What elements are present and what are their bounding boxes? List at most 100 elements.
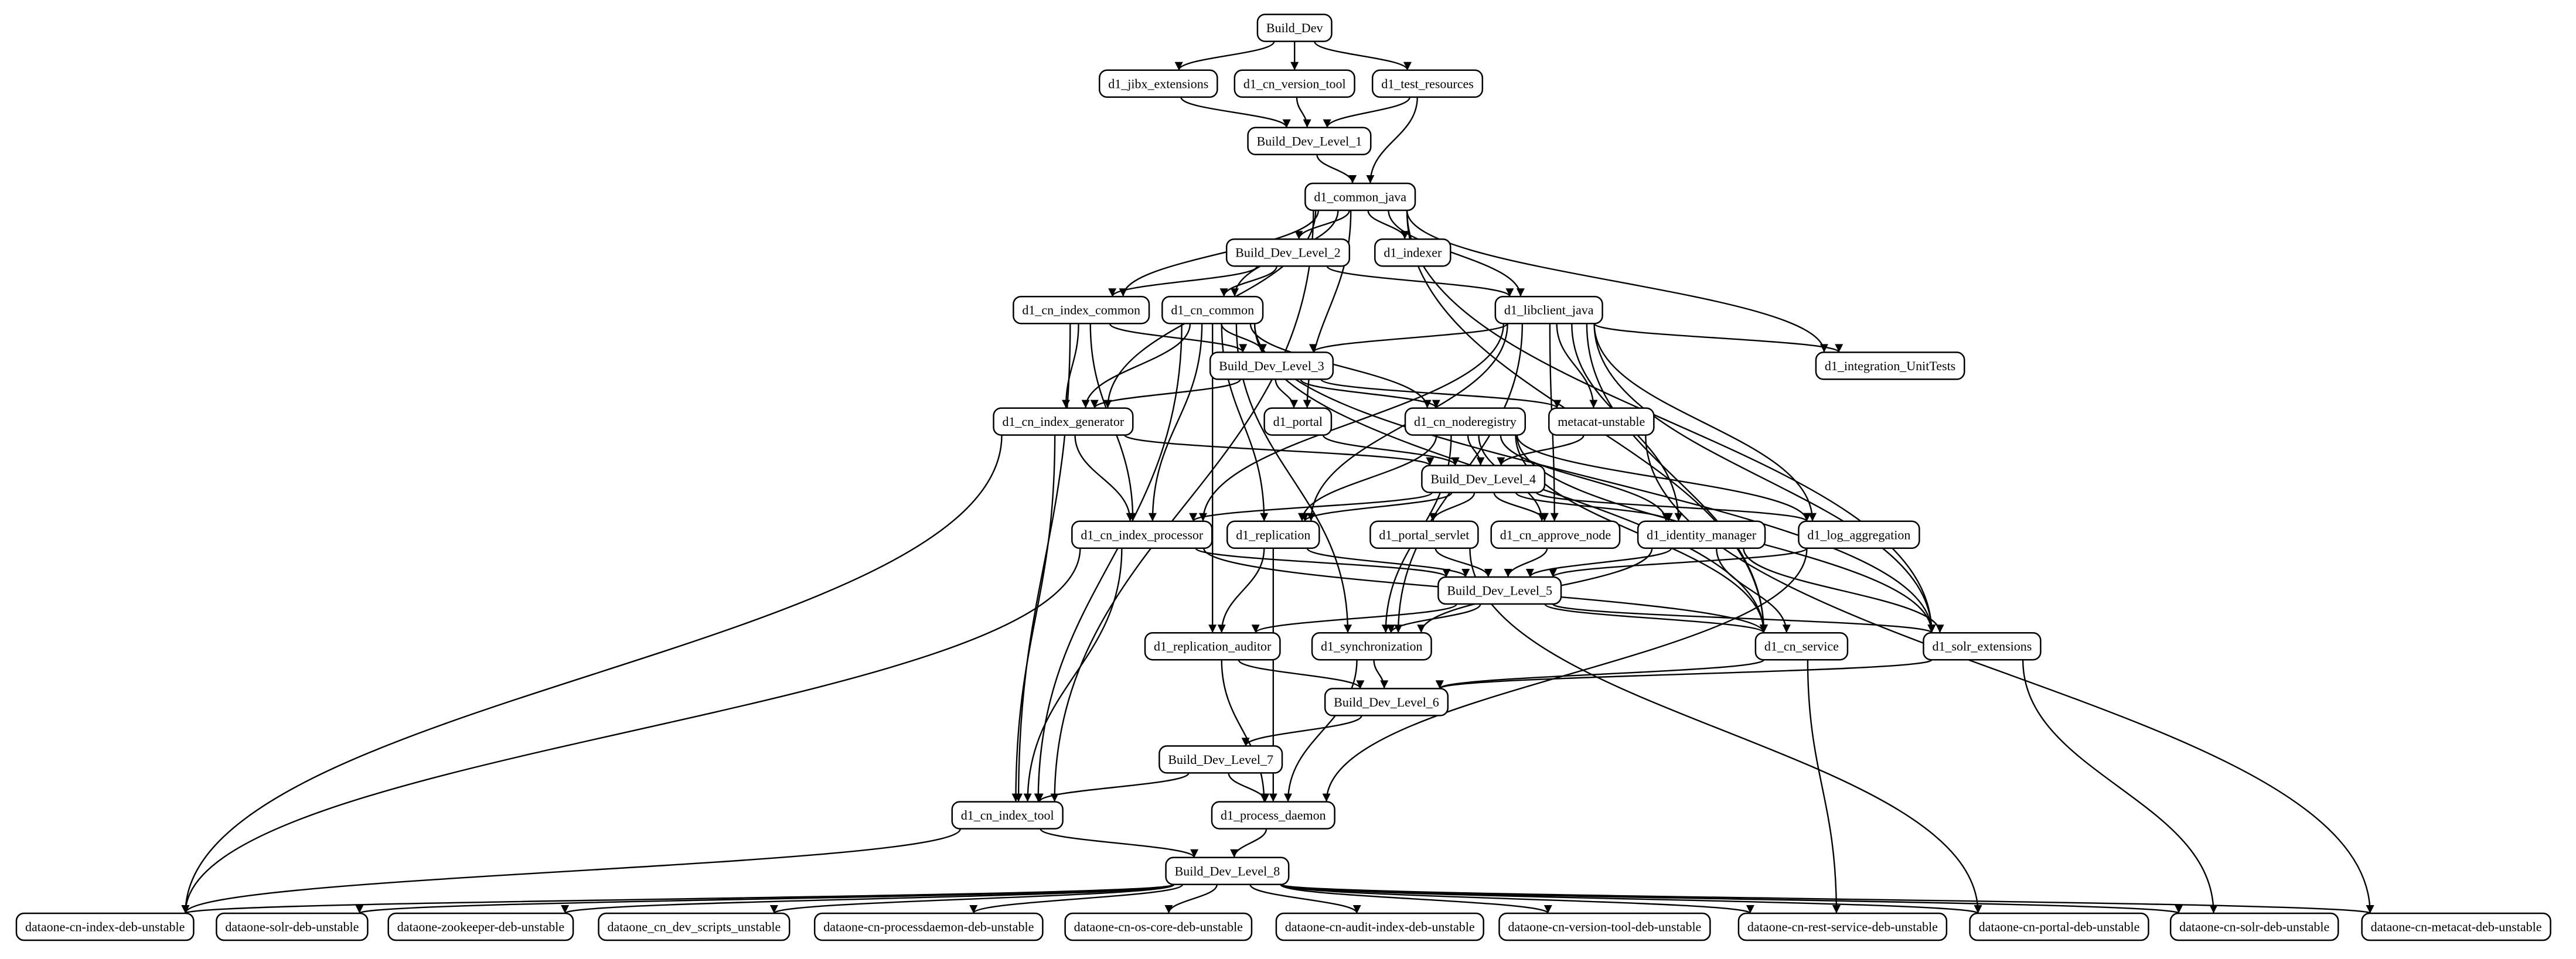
edges-layer [181, 41, 2374, 914]
graph-node-deb-metacat: dataone-cn-metacat-deb-unstable [2361, 912, 2551, 941]
edge-idx_gen-to-deb_index [181, 435, 1003, 914]
edge-idx_common-to-idx_gen [1062, 323, 1079, 408]
edge-jibx-to-L1 [1180, 97, 1291, 128]
edge-idx_tool-to-deb_index [181, 828, 961, 914]
edge-L4-to-idx_proc [1189, 492, 1433, 522]
edge-L8-to-deb_portal [1280, 883, 1982, 914]
node-box [1324, 688, 1449, 716]
graph-node-idx-tool: d1_cn_index_tool [951, 801, 1064, 830]
graph-node-deb-portal: dataone-cn-portal-deb-unstable [1969, 912, 2149, 941]
node-label: d1_indexer [1384, 245, 1442, 260]
graph-node-libclient: d1_libclient_java [1494, 295, 1603, 325]
edge-L8-to-deb_oscore [1164, 884, 1218, 914]
node-box [1548, 407, 1655, 436]
node-label: d1_identity_manager [1647, 527, 1757, 542]
edge-sync-to-procd [1284, 660, 1358, 802]
node-label: d1_portal [1273, 414, 1323, 429]
edge-common_java-to-libclient [1388, 210, 1525, 297]
node-box [1256, 13, 1333, 42]
graph-node-l8: Build_Dev_Level_8 [1165, 856, 1290, 886]
edge-procd-to-L8 [1230, 828, 1267, 858]
node-box [1498, 912, 1711, 941]
graph-node-deb-index: dataone-cn-index-deb-unstable [15, 912, 195, 941]
node-label: d1_replication_auditor [1154, 639, 1272, 654]
edge-L3-to-idx_gen [1090, 378, 1241, 409]
edge-solr_ext-to-L6 [1436, 659, 1933, 690]
node-box [1247, 127, 1372, 156]
graph-node-idx-common: d1_cn_index_common [1013, 295, 1150, 325]
node-box [1161, 295, 1264, 325]
node-box [1225, 238, 1351, 267]
edge-L2-to-libclient [1326, 265, 1514, 297]
graph-node-deb-procd: dataone-cn-processdaemon-deb-unstable [813, 912, 1044, 941]
edge-idx_proc-to-deb_index [181, 548, 1081, 914]
edge-cn_service-to-deb_rest [1807, 660, 1841, 914]
node-box [1144, 632, 1281, 661]
node-box [1311, 632, 1432, 661]
edge-rep_auditor-to-L6 [1238, 659, 1365, 689]
node-label: Build_Dev_Level_1 [1257, 134, 1362, 148]
edge-solr_ext-to-deb_cnsolr [2022, 660, 2218, 914]
node-label: d1_test_resources [1381, 76, 1474, 91]
node-label: dataone-cn-os-core-deb-unstable [1074, 920, 1243, 934]
node-box [15, 912, 195, 941]
graph-node-replication: d1_replication [1226, 520, 1320, 550]
edge-common_java-to-indexer [1367, 210, 1409, 240]
edge-L2-to-idx_common [1108, 265, 1258, 297]
node-label: d1_libclient_java [1504, 303, 1594, 318]
node-box [1437, 576, 1562, 605]
node-box [1158, 745, 1283, 774]
node-label: d1_cn_index_common [1022, 303, 1140, 318]
node-box [1754, 632, 1849, 661]
edge-testres-to-L1 [1323, 97, 1410, 128]
edge-L5-to-cn_service [1544, 603, 1768, 634]
node-label: d1_replication [1236, 527, 1310, 542]
node-box [1637, 520, 1766, 550]
edge-metacat-to-deb_metacat [1645, 435, 2374, 914]
node-box [1071, 520, 1213, 550]
edge-common_java-to-unittests [1406, 210, 1828, 353]
graph-node-jibx: d1_jibx_extensions [1098, 69, 1218, 98]
node-label: dataone-cn-metacat-deb-unstable [2371, 920, 2542, 934]
node-label: dataone_cn_dev_scripts_unstable [608, 920, 781, 934]
graph-node-l2: Build_Dev_Level_2 [1225, 238, 1351, 267]
edge-L1-to-common_java [1316, 154, 1357, 184]
node-box [1234, 69, 1355, 98]
edge-L3-to-noderegistry [1300, 378, 1440, 409]
node-box [1263, 407, 1333, 436]
node-box [1815, 351, 1965, 380]
edge-common_java-to-solr_ext [1406, 210, 1936, 633]
edge-L4-to-replication [1300, 492, 1453, 522]
edge-idx_common-to-idx_tool [1014, 323, 1071, 802]
edge-L8-to-deb_procd [969, 883, 1184, 914]
graph-node-solr-ext: d1_solr_extensions [1923, 632, 2042, 661]
graph-node-idx-proc: d1_cn_index_processor [1071, 520, 1213, 550]
edge-cn_common-to-L3 [1221, 323, 1267, 353]
graph-node-indexer: d1_indexer [1374, 238, 1451, 267]
edge-common_java-to-idx_tool [1050, 210, 1314, 802]
node-label: Build_Dev_Level_6 [1334, 695, 1439, 709]
node-box [1275, 912, 1484, 941]
edge-L4-to-logagg [1535, 492, 1811, 522]
edge-cn_common-to-noderegistry [1249, 323, 1432, 408]
node-box [1369, 520, 1479, 550]
node-label: Build_Dev [1266, 21, 1323, 35]
edge-cn_service-to-L6 [1436, 659, 1765, 690]
edge-portal_servlet-to-L5 [1434, 548, 1493, 578]
node-box [1226, 520, 1320, 550]
graph-node-identity: d1_identity_manager [1637, 520, 1766, 550]
edge-metacat-to-L4 [1497, 435, 1585, 466]
edge-L8-to-deb_metacat [1280, 883, 2374, 914]
edge-logagg-to-L5 [1549, 547, 1808, 578]
node-label: dataone-solr-deb-unstable [225, 920, 359, 934]
node-label: d1_cn_noderegistry [1414, 414, 1517, 429]
graph-node-approve: d1_cn_approve_node [1490, 520, 1621, 550]
node-box [813, 912, 1044, 941]
edge-testres-to-common_java [1366, 97, 1418, 184]
node-box [2169, 912, 2339, 941]
graph-node-deb-audit: dataone-cn-audit-index-deb-unstable [1275, 912, 1484, 941]
node-label: Build_Dev_Level_8 [1175, 864, 1280, 878]
edge-replication-to-rep_auditor [1217, 548, 1265, 633]
edge-L3-to-metacat [1320, 378, 1562, 409]
